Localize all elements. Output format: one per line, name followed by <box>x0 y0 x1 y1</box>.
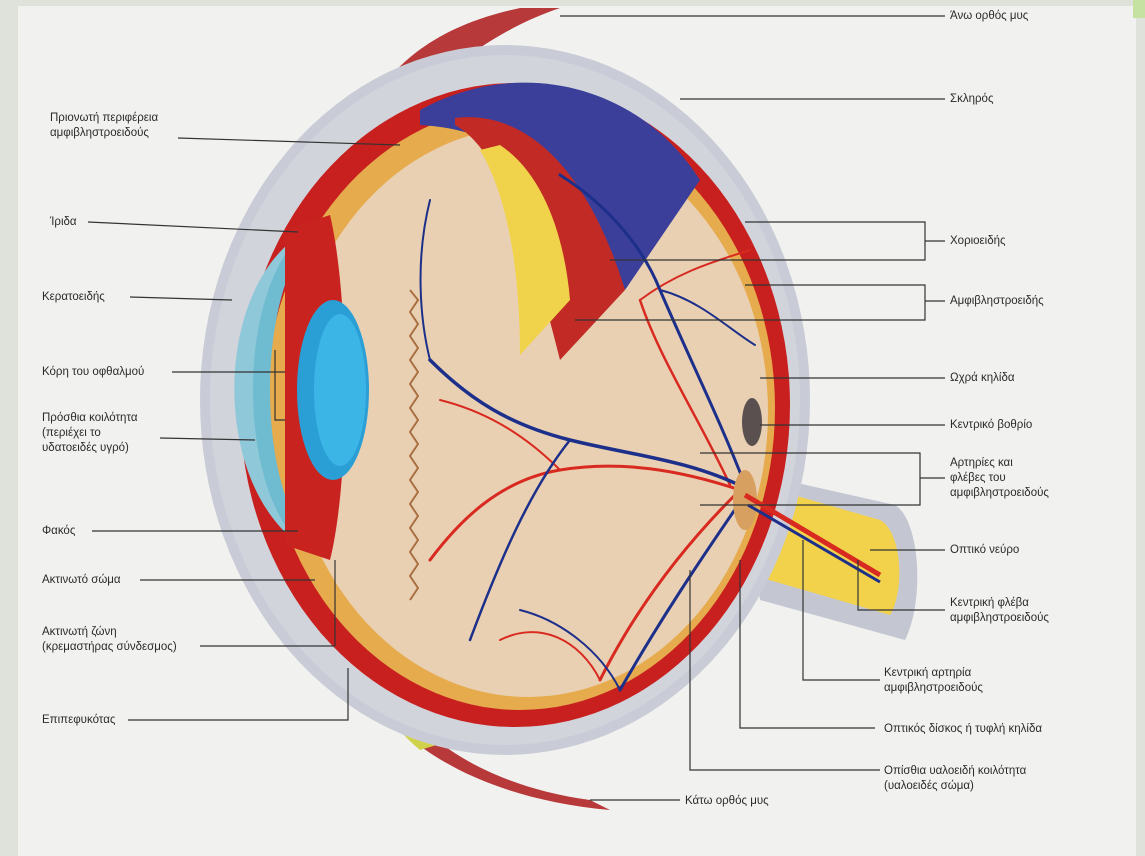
label-superior-rectus: Άνω ορθός μυς <box>950 9 1028 24</box>
macula <box>742 398 762 446</box>
label-cornea: Κερατοειδής <box>42 290 105 305</box>
label-retinal-vessels: Αρτηρίες και φλέβες του αμφιβληστροειδού… <box>950 456 1049 501</box>
label-vitreous: Οπίσθια υαλοειδή κοιλότητα (υαλοειδές σώ… <box>884 764 1026 794</box>
label-retina: Αμφιβληστροειδής <box>950 294 1044 309</box>
label-ciliary-body: Ακτινωτό σώμα <box>42 573 121 588</box>
label-zonule: Ακτινωτή ζώνη (κρεμαστήρας σύνδεσμος) <box>42 625 177 655</box>
label-optic-disc: Οπτικός δίσκος ή τυφλή κηλίδα <box>884 722 1042 737</box>
label-inferior-rectus: Κάτω ορθός μυς <box>685 794 769 809</box>
label-central-vein: Κεντρική φλέβα αμφιβληστροειδούς <box>950 596 1049 626</box>
label-macula: Ωχρά κηλίδα <box>950 371 1015 386</box>
label-iris: Ίριδα <box>50 215 77 230</box>
label-optic-nerve: Οπτικό νεύρο <box>950 543 1019 558</box>
label-choroid: Χοριοειδής <box>950 234 1006 249</box>
label-sclera: Σκληρός <box>950 92 993 107</box>
label-fovea: Κεντρικό βοθρίο <box>950 418 1032 433</box>
label-pupil: Κόρη του οφθαλμού <box>42 365 144 380</box>
label-conjunctiva: Επιπεφυκότας <box>42 713 115 728</box>
label-anterior-chamber: Πρόσθια κοιλότητα (περιέχει το υδατοειδέ… <box>42 411 137 456</box>
label-ora-serrata: Πριονωτή περιφέρεια αμφιβληστροειδούς <box>50 111 158 141</box>
label-lens: Φακός <box>42 524 75 539</box>
label-central-artery: Κεντρική αρτηρία αμφιβληστροειδούς <box>884 666 983 696</box>
